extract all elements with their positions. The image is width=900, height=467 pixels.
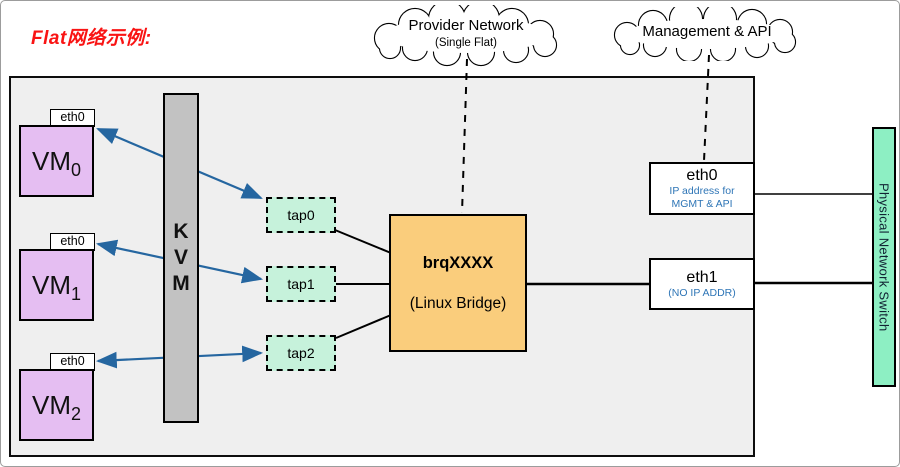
management-cloud-text: Management & API (601, 23, 813, 40)
management-api-cloud (613, 7, 797, 61)
host-eth0-note: IP address for MGMT & API (669, 185, 735, 210)
provider-cloud-text: Provider Network (Single Flat) (359, 17, 573, 49)
host-eth1-name: eth1 (686, 268, 718, 286)
vm1-name: VM (31, 269, 71, 300)
diagram-title: Flat网络示例: (31, 28, 152, 49)
kvm-letter-k: K (173, 220, 189, 243)
tap1-box: tap1 (266, 266, 336, 302)
host-eth1-box: eth1 (NO IP ADDR) (649, 258, 755, 310)
host-eth0-name: eth0 (686, 167, 718, 184)
vm2-name: VM (31, 389, 71, 420)
vm1-index: 1 (70, 284, 81, 304)
provider-network-cloud (373, 5, 558, 67)
host-eth0-box: eth0 IP address for MGMT & API (649, 162, 755, 215)
provider-cloud-title: Provider Network (408, 17, 524, 34)
host-eth1-note: (NO IP ADDR) (668, 286, 736, 299)
vm1-eth0-label: eth0 (50, 233, 95, 251)
compute-host-box (9, 76, 755, 457)
tap0-box: tap0 (266, 197, 336, 233)
management-cloud-title: Management & API (642, 23, 772, 40)
vm2-eth0-label: eth0 (50, 353, 95, 371)
kvm-letter-v: V (173, 246, 188, 269)
bridge-type: (Linux Bridge) (409, 294, 507, 312)
kvm-hypervisor-bar: K V M (163, 93, 199, 423)
physical-network-switch-bar: Physical Network Switch (872, 127, 896, 387)
kvm-letter-m: M (172, 272, 190, 295)
tap2-box: tap2 (266, 335, 336, 371)
bridge-name: brqXXXX (422, 253, 494, 272)
vm0-index: 0 (70, 160, 81, 180)
vm0-name: VM (31, 145, 71, 176)
physical-network-switch-label: Physical Network Switch (876, 182, 892, 332)
linux-bridge-box: brqXXXX (Linux Bridge) (389, 214, 527, 352)
provider-cloud-subtitle: (Single Flat) (435, 37, 497, 49)
vm2-index: 2 (70, 404, 81, 424)
